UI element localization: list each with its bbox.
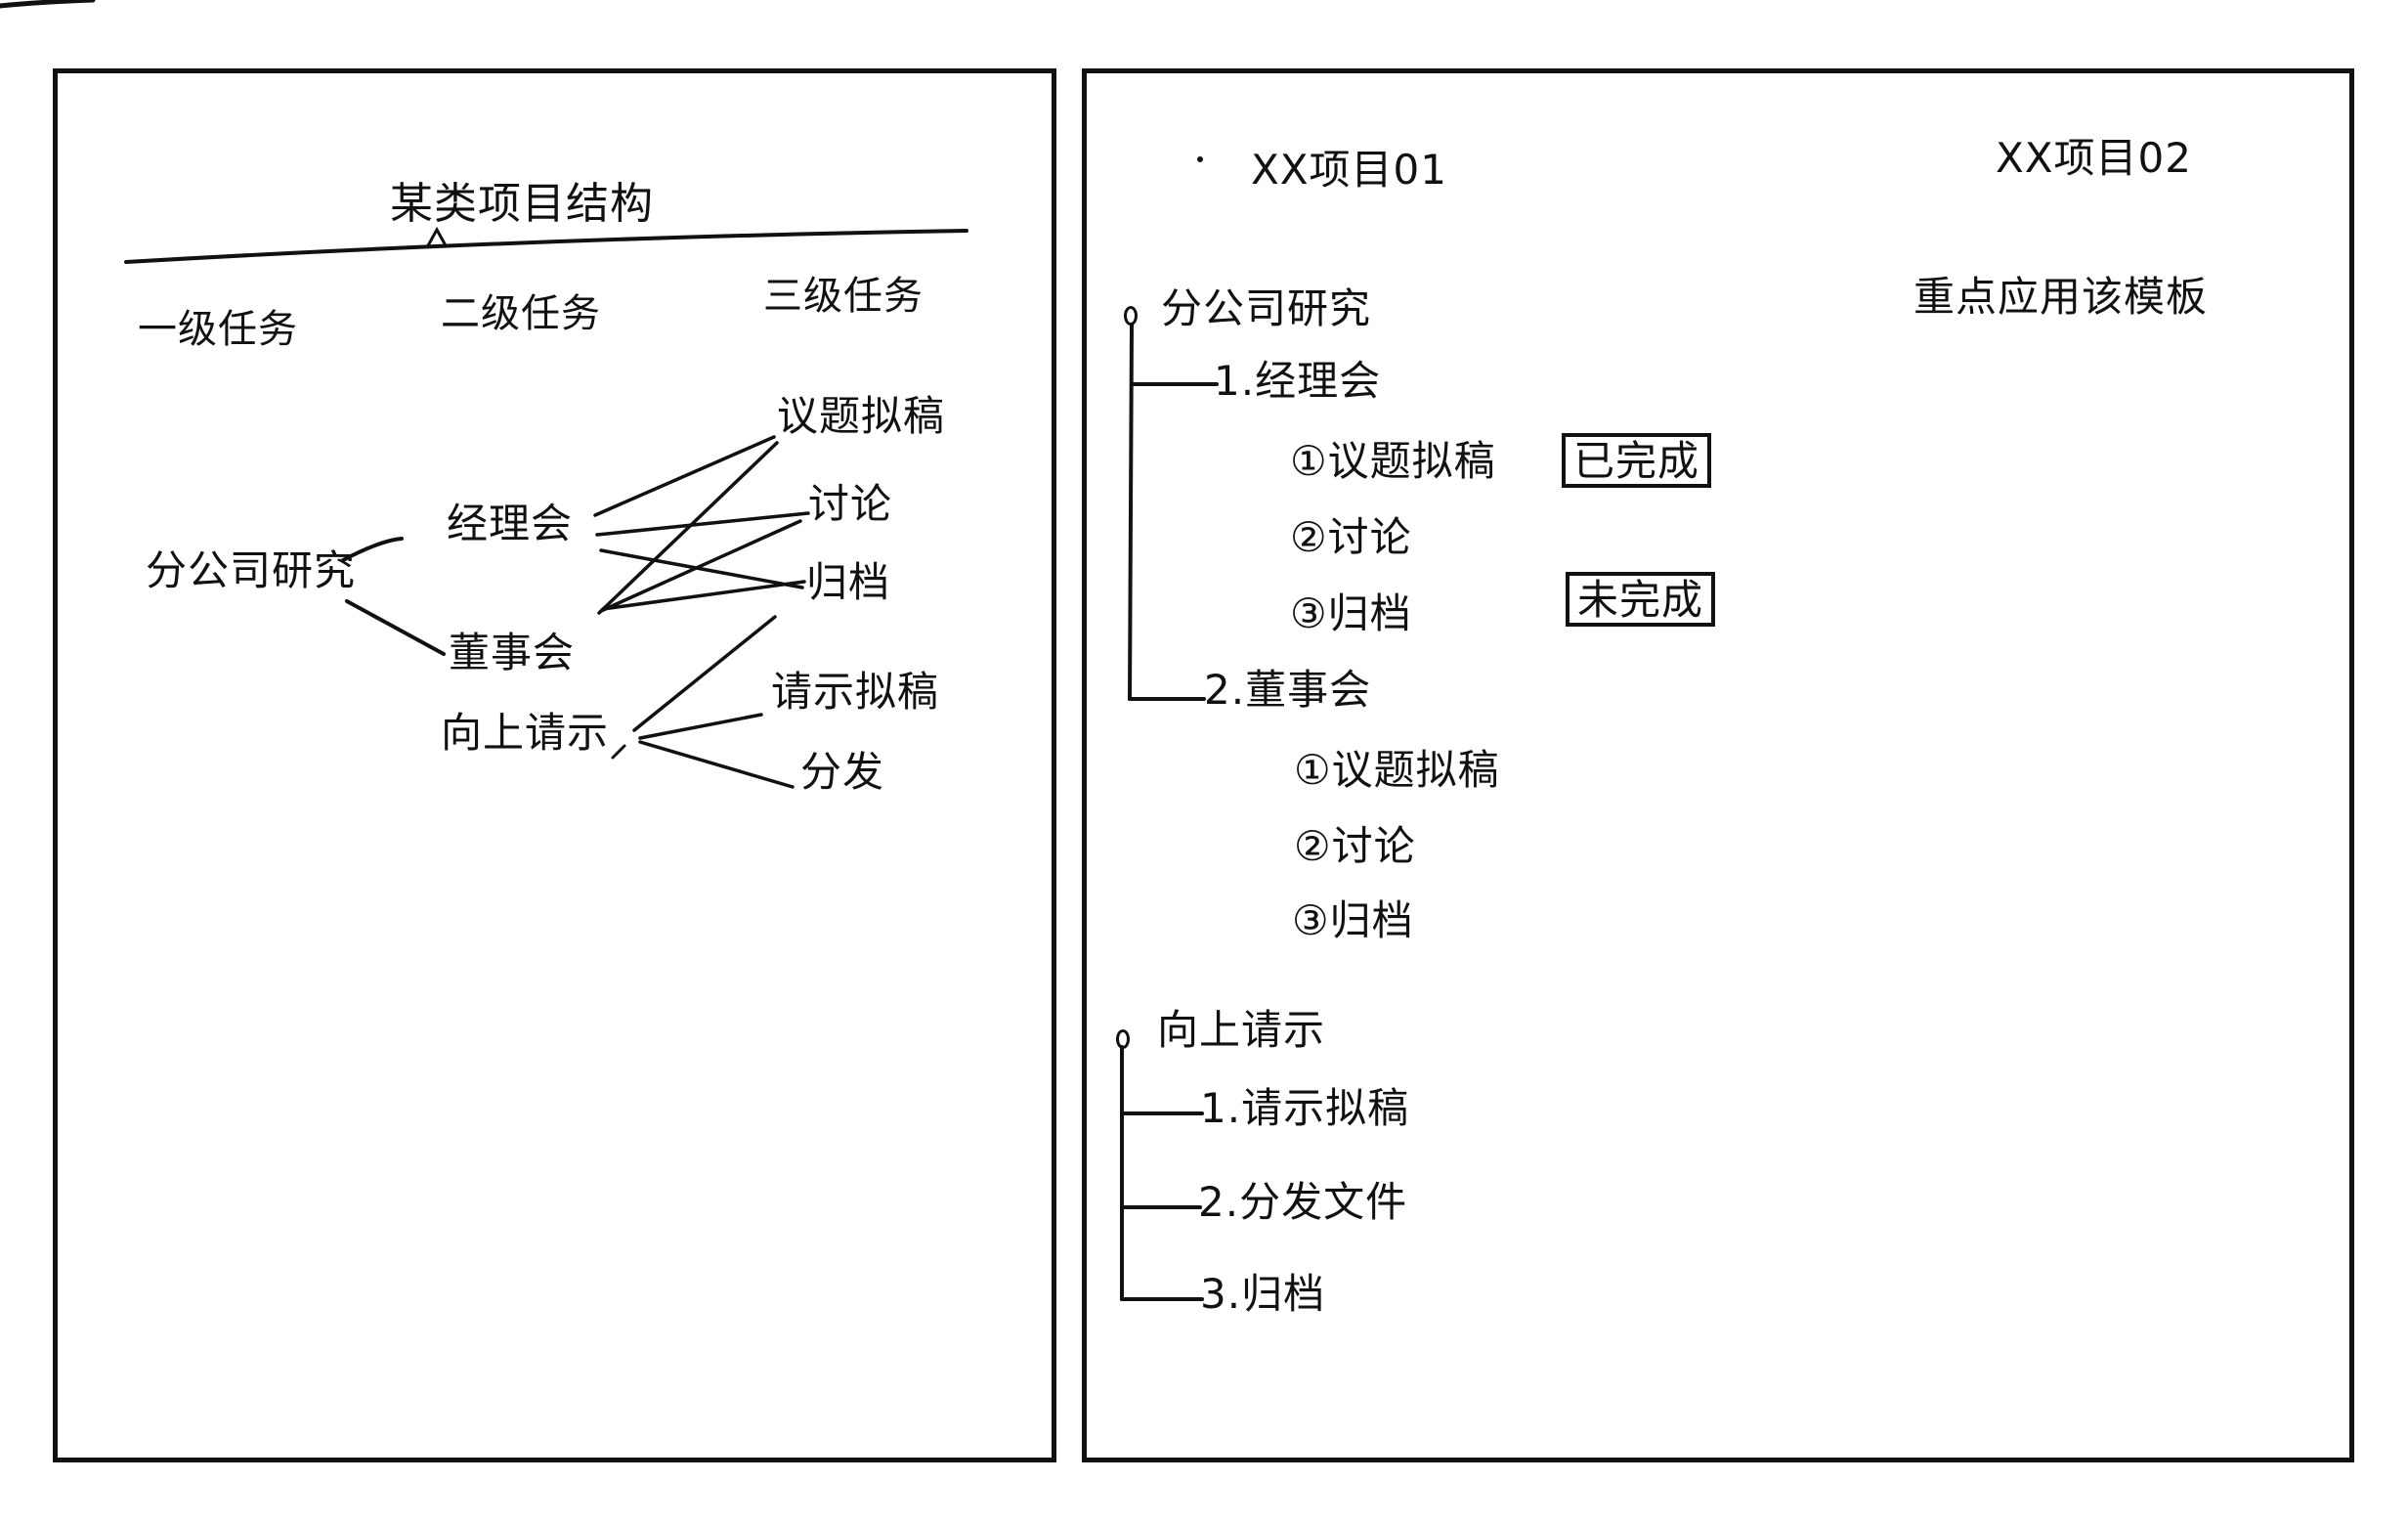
project2-title: XX项目02	[1996, 134, 2192, 182]
sub2-item-3: ③归档	[1292, 896, 1414, 944]
edge-request-archive	[632, 615, 777, 732]
edge-manager-draft	[593, 435, 776, 517]
edge-board-discuss	[599, 519, 802, 613]
sub1-badge-completed: 已完成	[1562, 433, 1712, 488]
node-topic-draft: 议题拟稿	[777, 392, 946, 440]
sub2-item-1: ①议题拟稿	[1294, 746, 1500, 794]
edge-manager-discuss	[595, 511, 810, 537]
node-manager-meeting: 经理会	[447, 500, 574, 547]
edge-research-manager	[341, 537, 404, 562]
node-branch-research: 分公司研究	[146, 546, 357, 594]
node-distribute: 分发	[800, 748, 885, 796]
edge-board-archive	[601, 580, 806, 611]
left-sheet: 某类项目结构 一级任务 二级任务 三级任务 分公司研究 经理会 董事会 向上请示…	[53, 68, 1056, 1462]
sub1-item-3: ③归档	[1290, 589, 1412, 637]
sub1-badge-incomplete: 未完成	[1566, 572, 1716, 627]
node-discuss: 讨论	[808, 480, 893, 528]
sub2-item-2: ②讨论	[1294, 822, 1416, 870]
group2-item-2: 2.分发文件	[1198, 1178, 1408, 1226]
group1-label: 分公司研究	[1161, 284, 1372, 332]
title-underline	[124, 229, 968, 264]
group2-bullet-icon	[1116, 1029, 1130, 1049]
node-upward-request: 向上请示	[441, 709, 610, 757]
right-sheet-tree-lines	[1120, 156, 1219, 1301]
structure-title: 某类项目结构	[390, 179, 654, 229]
tick-mark	[611, 744, 626, 760]
node-archive: 归档	[806, 558, 891, 606]
edge-manager-archive	[599, 548, 804, 589]
project1-title: XX项目01	[1251, 146, 1447, 194]
group2-item-3: 3.归档	[1200, 1270, 1326, 1318]
project2-note: 重点应用该模板	[1914, 273, 2209, 321]
column-header-level1: 一级任务	[138, 307, 298, 352]
edge-board-draft	[597, 441, 779, 615]
left-sheet-connectors	[124, 226, 968, 789]
group2-label: 向上请示	[1157, 1006, 1326, 1054]
insertion-caret	[425, 226, 449, 248]
edge-request-distribute	[638, 740, 795, 789]
node-board-meeting: 董事会	[449, 629, 576, 676]
sub2-label: 2.董事会	[1204, 666, 1372, 714]
sub1-label: 1.经理会	[1214, 357, 1382, 405]
group2-item-1: 1.请示拟稿	[1200, 1084, 1410, 1132]
sub1-item-2: ②讨论	[1290, 513, 1412, 561]
group1-trunk	[1128, 324, 1134, 701]
node-request-draft: 请示拟稿	[771, 668, 940, 716]
edge-request-draft	[638, 713, 763, 740]
edge-research-board	[345, 599, 446, 656]
column-header-level2: 二级任务	[441, 291, 601, 336]
stray-dot	[1197, 156, 1203, 162]
right-sheet: XX项目01 XX项目02 重点应用该模板 分公司研究 1.经理会 ①议题拟稿 …	[1082, 68, 2354, 1462]
sub1-item-1: ①议题拟稿	[1290, 437, 1496, 485]
column-header-level3: 三级任务	[763, 274, 924, 319]
group1-bullet-icon	[1124, 306, 1138, 326]
